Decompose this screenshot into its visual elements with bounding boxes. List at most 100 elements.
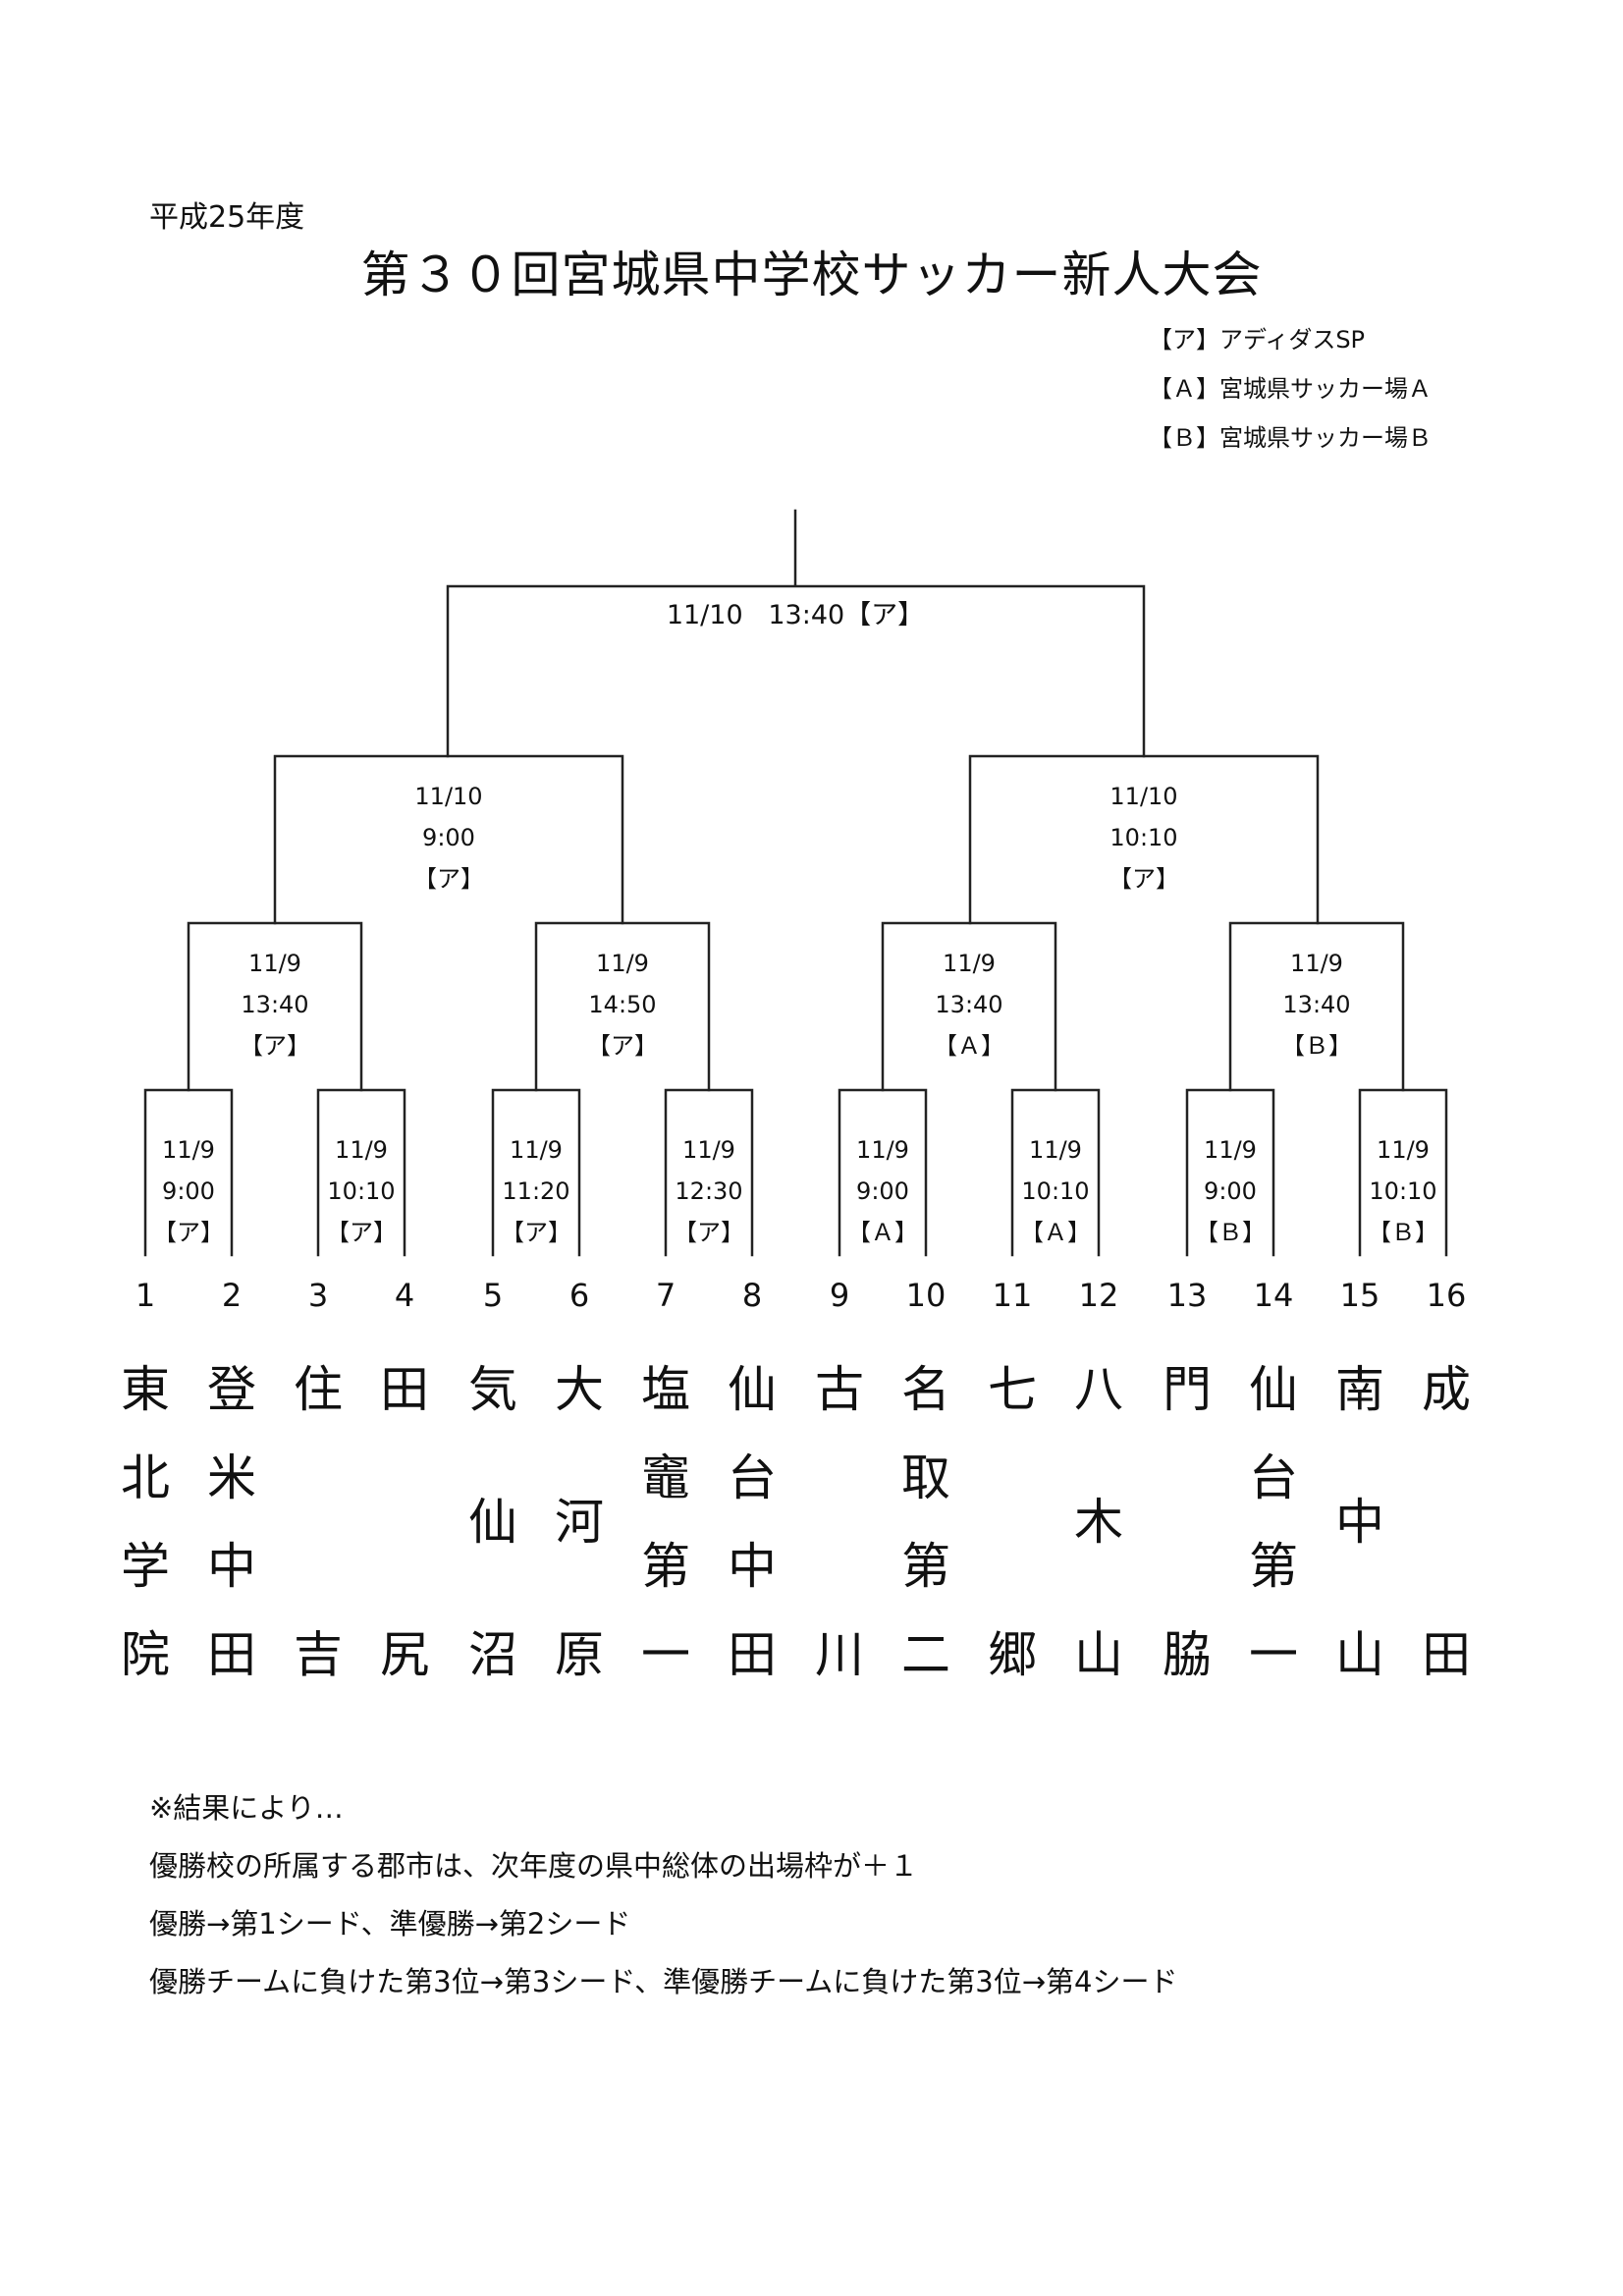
qf-2-label: 11/9 14:50 【ア】 — [534, 943, 711, 1066]
r1-5-label: 11/9 9:00 【Ａ】 — [794, 1129, 971, 1253]
r1-3-date: 11/9 — [510, 1136, 563, 1164]
team-name-char: 二 — [901, 1626, 950, 1683]
note-line-4: 優勝チームに負けた第3位→第3シード、準優勝チームに負けた第3位→第4シード — [149, 1965, 1178, 1998]
team-name-char: 成 — [1422, 1361, 1471, 1418]
semi-2-venue: 【ア】 — [1109, 865, 1179, 893]
r1-3-time: 11:20 — [502, 1177, 570, 1205]
r1-1-label: 11/9 9:00 【ア】 — [100, 1129, 277, 1253]
qf-2-venue: 【ア】 — [587, 1032, 658, 1060]
r1-1-venue: 【ア】 — [153, 1219, 224, 1246]
legend-venue-a: 【Ａ】宮城県サッカー場Ａ — [1149, 375, 1432, 403]
seed-number: 14 — [1253, 1277, 1294, 1314]
team-name-char: 台 — [1249, 1449, 1298, 1506]
note-line-1: ※結果により… — [149, 1791, 344, 1825]
seed-number: 16 — [1426, 1277, 1467, 1314]
team-name-char: 脇 — [1163, 1626, 1212, 1683]
r1-8-time: 10:10 — [1369, 1177, 1437, 1205]
team-name-char: 台 — [728, 1449, 777, 1506]
bracket-line-r1-6 — [1010, 1088, 1101, 1257]
qf-3-time: 13:40 — [935, 991, 1003, 1018]
seed-number: 11 — [992, 1277, 1033, 1314]
r1-2-label: 11/9 10:10 【ア】 — [273, 1129, 450, 1253]
r1-4-venue: 【ア】 — [674, 1219, 744, 1246]
seed-number: 9 — [829, 1277, 850, 1314]
r1-6-date: 11/9 — [1029, 1136, 1082, 1164]
team-name-char: 中 — [1335, 1494, 1384, 1551]
team-name-char: 田 — [728, 1626, 777, 1683]
semi-2-label: 11/10 10:10 【ア】 — [1055, 776, 1232, 900]
seed-number: 2 — [221, 1277, 243, 1314]
r1-5-date: 11/9 — [856, 1136, 909, 1164]
team-name-char: 南 — [1335, 1361, 1384, 1418]
seed-number: 4 — [394, 1277, 415, 1314]
qf-4-date: 11/9 — [1290, 950, 1343, 977]
r1-4-time: 12:30 — [675, 1177, 743, 1205]
bracket-line-r1-5 — [838, 1088, 928, 1257]
semi-1-time: 9:00 — [422, 824, 475, 851]
r1-7-venue: 【Ｂ】 — [1195, 1219, 1266, 1246]
team-name-char: 田 — [1422, 1626, 1471, 1683]
qf-4-time: 13:40 — [1282, 991, 1351, 1018]
qf-1-time: 13:40 — [241, 991, 309, 1018]
r1-6-venue: 【Ａ】 — [1020, 1219, 1091, 1246]
r1-6-label: 11/9 10:10 【Ａ】 — [967, 1129, 1144, 1253]
r1-5-venue: 【Ａ】 — [847, 1219, 918, 1246]
r1-7-time: 9:00 — [1204, 1177, 1257, 1205]
tournament-bracket — [143, 509, 1448, 1257]
team-name-char: 門 — [1163, 1361, 1212, 1418]
team-name-char: 学 — [121, 1538, 170, 1595]
team-name-char: 登 — [207, 1361, 256, 1418]
final-time: 13:40 — [768, 600, 845, 630]
r1-5-time: 9:00 — [856, 1177, 909, 1205]
r1-2-venue: 【ア】 — [326, 1219, 397, 1246]
team-name-char: 名 — [901, 1361, 950, 1418]
team-name-char: 仙 — [1249, 1361, 1298, 1418]
qf-4-label: 11/9 13:40 【Ｂ】 — [1228, 943, 1405, 1066]
legend-venue-b: 【Ｂ】宮城県サッカー場Ｂ — [1149, 424, 1432, 452]
r1-2-time: 10:10 — [327, 1177, 396, 1205]
team-name-char: 仙 — [728, 1361, 777, 1418]
qf-2-date: 11/9 — [596, 950, 649, 977]
team-name-char: 川 — [815, 1626, 864, 1683]
seed-number: 8 — [741, 1277, 763, 1314]
qf-3-date: 11/9 — [943, 950, 996, 977]
r1-3-venue: 【ア】 — [501, 1219, 571, 1246]
team-name-char: 原 — [555, 1626, 604, 1683]
bracket-line-qf-4 — [1228, 921, 1405, 1092]
r1-6-time: 10:10 — [1021, 1177, 1090, 1205]
team-name-char: 第 — [1249, 1538, 1298, 1595]
bracket-line-r1-3 — [491, 1088, 581, 1257]
team-name-char: 米 — [207, 1449, 256, 1506]
r1-8-venue: 【Ｂ】 — [1368, 1219, 1438, 1246]
qf-3-label: 11/9 13:40 【Ａ】 — [881, 943, 1057, 1066]
bracket-line-semi-1 — [273, 754, 624, 925]
team-name-char: 一 — [1249, 1626, 1298, 1683]
r1-2-date: 11/9 — [335, 1136, 388, 1164]
qf-2-time: 14:50 — [588, 991, 657, 1018]
bracket-line-r1-1 — [143, 1088, 234, 1257]
team-name-char: 山 — [1335, 1626, 1384, 1683]
team-name-char: 院 — [121, 1626, 170, 1683]
r1-7-label: 11/9 9:00 【Ｂ】 — [1142, 1129, 1319, 1253]
seed-number: 7 — [655, 1277, 676, 1314]
bracket-line-r1-4 — [664, 1088, 754, 1257]
semi-2-time: 10:10 — [1109, 824, 1178, 851]
bracket-line-qf-3 — [881, 921, 1057, 1092]
semi-1-venue: 【ア】 — [413, 865, 484, 893]
final-venue: 【ア】 — [844, 600, 925, 630]
team-name-char: 吉 — [294, 1626, 343, 1683]
page-title: 第３０回宮城県中学校サッカー新人大会 — [360, 246, 1263, 303]
team-name-char: 田 — [380, 1361, 429, 1418]
bracket-line-r1-2 — [316, 1088, 406, 1257]
r1-8-date: 11/9 — [1377, 1136, 1430, 1164]
team-name-char: 七 — [988, 1361, 1037, 1418]
r1-1-date: 11/9 — [162, 1136, 215, 1164]
team-name-char: 第 — [901, 1538, 950, 1595]
team-name-char: 塩 — [641, 1361, 690, 1418]
r1-4-label: 11/9 12:30 【ア】 — [621, 1129, 797, 1253]
bracket-line-r1-8 — [1358, 1088, 1448, 1257]
seed-number: 5 — [482, 1277, 504, 1314]
team-name-char: 一 — [641, 1626, 690, 1683]
era-label: 平成25年度 — [149, 200, 305, 235]
seed-number: 10 — [905, 1277, 947, 1314]
